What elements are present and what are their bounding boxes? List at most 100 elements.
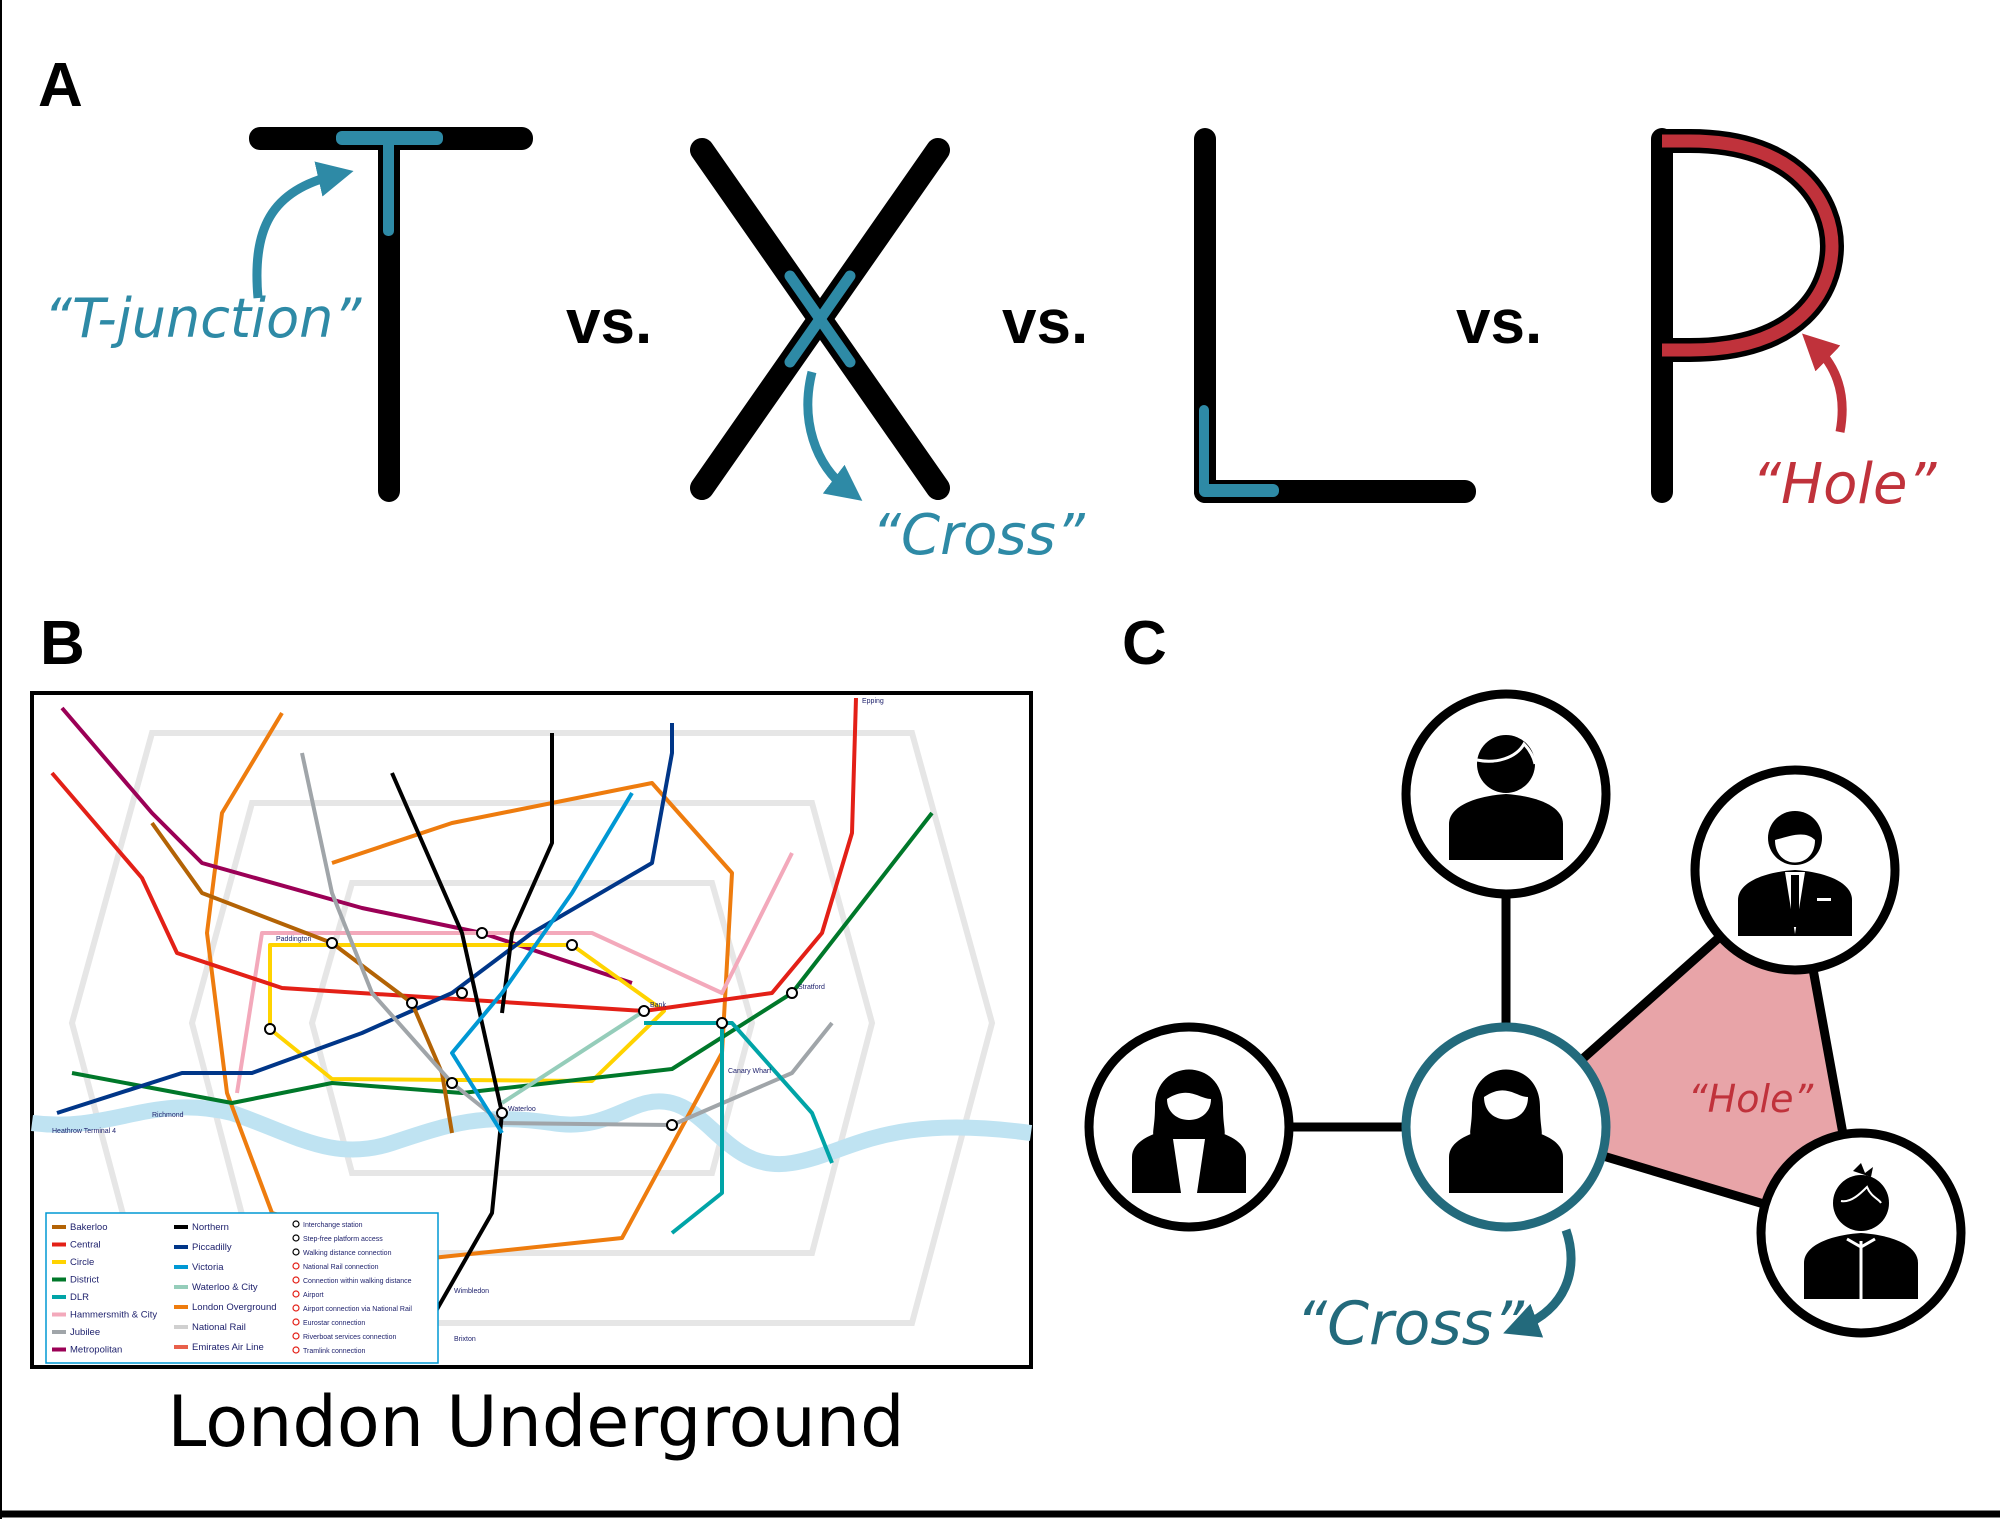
line-victoria [450,791,634,1135]
legend-symbol-label: Airport [303,1292,324,1299]
legend-swatch [52,1295,66,1299]
l-corner-highlight [1199,405,1209,495]
legend-line-label: Emirates Air Line [192,1342,264,1353]
legend-symbol-icon [292,1262,300,1270]
letter-t [249,127,533,502]
legend-line-label: Northern [192,1222,229,1233]
legend-symbol-icon [292,1318,300,1326]
line-jubilee [300,752,834,1127]
line-northern-branch [500,733,554,1014]
legend-line-label: Victoria [192,1262,224,1273]
legend-symbol-label: Connection within walking distance [303,1278,412,1285]
legend-symbol-label: Interchange station [303,1222,363,1229]
legend-line-label: Jubilee [70,1327,100,1338]
legend-symbol-label: Step-free platform access [303,1236,383,1243]
legend-symbol-icon [292,1304,300,1312]
line-hammersmith-city [235,852,794,1094]
person-icon [1449,735,1563,860]
t-junction-highlight [336,131,443,145]
line-piccadilly [56,723,674,1115]
person-icon [1132,1069,1246,1193]
line-overground [205,711,734,1260]
legend-swatch [52,1260,66,1264]
legend-line-label: Circle [70,1257,94,1268]
legend-swatch [52,1225,66,1229]
t-junction-arrow-icon [252,161,354,299]
station-label: Wimbledon [454,1288,489,1295]
legend-line-label: District [70,1275,99,1286]
legend-symbol-icon [292,1290,300,1298]
legend-swatch [174,1245,188,1249]
legend-line-label: Bakerloo [70,1222,108,1233]
zone-boundaries [68,730,996,1326]
hole-label-c: “Hole” [1688,1077,1813,1121]
legend-swatch [174,1325,188,1329]
legend-symbol-label: Riverboat services connection [303,1334,396,1341]
station-label: Stratford [798,984,825,991]
legend-swatch [174,1225,188,1229]
line-bakerloo [150,821,454,1134]
legend-symbol-label: Eurostar connection [303,1320,365,1327]
legend-swatch [52,1347,66,1352]
person-node-top-right [1690,765,1900,975]
legend-symbol-icon [292,1346,300,1354]
station-label: Paddington [276,936,312,943]
legend-swatch [52,1330,66,1334]
legend-line-label: London Overground [192,1302,277,1313]
map-legend: BakerlooCentralCircleDistrictDLRHammersm… [45,1212,439,1364]
interchange-stations [264,927,798,1131]
letter-x [690,138,950,500]
station-label: Brixton [454,1336,476,1343]
legend-swatch [52,1312,66,1317]
person-icon [1804,1163,1918,1299]
station-label: Waterloo [508,1106,536,1113]
map-caption: London Underground [167,1381,904,1463]
legend-symbol-label: Walking distance connection [303,1250,392,1257]
person-icon [1738,811,1852,936]
hole-label-a: “Hole” [1752,452,1937,517]
legend-symbol-icon [292,1332,300,1340]
vs-label-2: vs. [1002,288,1088,357]
line-dlr-branch [670,1023,724,1235]
tube-lines [50,697,934,1354]
legend-symbol-icon [292,1276,300,1284]
cross-arrow-c-icon [1503,1228,1576,1338]
legend-swatch [52,1277,66,1282]
legend-symbol-icon [292,1220,300,1228]
cross-label-a: “Cross” [872,503,1086,568]
panel-a-label: A [38,51,83,120]
panel-b: B [30,609,1033,1463]
legend-symbol-label: National Rail connection [303,1264,379,1271]
legend-symbol-icon [292,1248,300,1256]
letter-p [1651,128,1844,503]
person-node-top [1401,689,1611,899]
panel-c-label: C [1122,609,1167,678]
panel-b-label: B [40,609,85,678]
line-waterloo-city [500,1009,646,1105]
line-metropolitan [60,706,633,985]
legend-line-label: Piccadilly [192,1242,232,1253]
letter-l [1194,128,1476,503]
station-label: Epping [862,698,884,705]
panel-a: A “T-junction” vs. “Cross” vs. vs. [38,51,1937,568]
station-label: Heathrow Terminal 4 [52,1128,116,1135]
cross-arrow-icon [803,370,863,501]
person-icon [1449,1069,1563,1193]
cross-label-c: “Cross” [1296,1289,1525,1359]
legend-line-label: National Rail [192,1322,246,1333]
legend-swatch [52,1242,66,1247]
station-label: Canary Wharf [728,1068,771,1075]
vs-label-1: vs. [566,288,652,357]
legend-swatch [174,1305,188,1309]
station-label: Bank [650,1002,666,1009]
legend-line-label: DLR [70,1292,89,1303]
hole-highlight [1662,134,1839,357]
person-node-center [1401,1022,1611,1232]
vs-label-3: vs. [1456,288,1542,357]
legend-swatch [174,1285,188,1289]
station-label: Richmond [152,1112,184,1119]
person-node-bottom-right [1756,1128,1966,1338]
legend-line-label: Central [70,1240,101,1251]
t-junction-label: “T-junction” [44,287,362,350]
